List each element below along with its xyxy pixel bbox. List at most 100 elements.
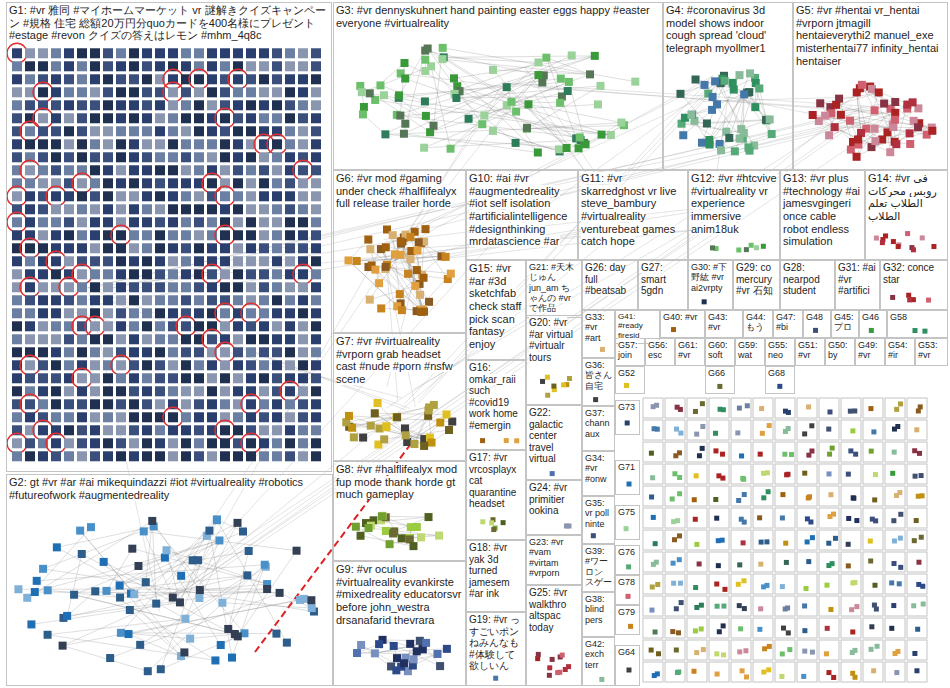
- vertex-icon: [142, 243, 152, 253]
- vertex-edge: [370, 232, 415, 300]
- vertex-icon: [51, 308, 61, 318]
- vertex-icon: [382, 422, 390, 430]
- vertex-icon: [379, 512, 387, 520]
- vertex-icon: [420, 308, 428, 316]
- vertex-icon: [311, 425, 321, 435]
- vertex-ring: [215, 225, 235, 245]
- vertex-icon: [44, 631, 52, 639]
- vertex-edge: [148, 565, 265, 671]
- vertex-icon: [136, 641, 144, 649]
- vertex-icon: [233, 282, 243, 292]
- vertex-icon: [59, 642, 67, 650]
- vertex-icon: [116, 256, 126, 266]
- vertex-icon: [898, 401, 903, 406]
- vertex-icon: [168, 412, 178, 422]
- vertex-icon: [142, 451, 152, 461]
- vertex-ring: [202, 329, 222, 349]
- vertex-icon: [168, 230, 178, 240]
- vertex-icon: [436, 419, 444, 427]
- vertex-icon: [653, 541, 658, 546]
- vertex-icon: [207, 61, 217, 71]
- vertex-icon: [272, 74, 282, 84]
- vertex-icon: [374, 399, 382, 407]
- vertex-edge: [386, 410, 428, 426]
- vertex-icon: [142, 295, 152, 305]
- vertex-icon: [676, 90, 684, 98]
- vertex-icon: [600, 347, 605, 352]
- vertex-icon: [720, 476, 725, 481]
- vertex-icon: [180, 648, 188, 656]
- vertex-icon: [854, 135, 862, 143]
- small-group-cell: [687, 552, 707, 572]
- vertex-ring: [215, 342, 235, 362]
- vertex-icon: [907, 297, 912, 302]
- vertex-icon: [194, 100, 204, 110]
- vertex-edge: [349, 416, 432, 443]
- vertex-icon: [740, 476, 745, 481]
- vertex-icon: [259, 321, 269, 331]
- vertex-edge: [579, 123, 622, 149]
- vertex-icon: [607, 131, 615, 139]
- vertex-icon: [311, 256, 321, 266]
- vertex-icon: [38, 87, 48, 97]
- vertex-icon: [25, 399, 35, 409]
- vertex-icon: [591, 52, 599, 60]
- small-group-cell: [819, 530, 839, 550]
- vertex-icon: [757, 515, 762, 520]
- vertex-edge: [720, 73, 750, 144]
- vertex-icon: [186, 635, 194, 643]
- vertex-icon: [116, 100, 126, 110]
- vertex-icon: [234, 519, 242, 527]
- vertex-icon: [413, 246, 421, 254]
- vertex-icon: [246, 191, 256, 201]
- vertex-edge: [385, 134, 566, 148]
- vertex-icon: [116, 165, 126, 175]
- vertex-icon: [420, 442, 428, 450]
- vertex-icon: [243, 571, 251, 579]
- vertex-icon: [758, 452, 763, 457]
- vertex-icon: [259, 256, 269, 266]
- vertex-icon: [128, 545, 136, 553]
- vertex-icon: [194, 438, 204, 448]
- vertex-icon: [912, 448, 917, 453]
- vertex-icon: [692, 76, 700, 84]
- vertex-icon: [853, 452, 858, 457]
- vertex-icon: [116, 230, 126, 240]
- small-group-cell: [907, 420, 927, 440]
- vertex-icon: [713, 497, 718, 502]
- vertex-icon: [129, 152, 139, 162]
- small-group-cell: [665, 420, 685, 440]
- small-group-cell: [863, 398, 883, 418]
- vertex-icon: [371, 266, 379, 274]
- vertex-icon: [194, 451, 204, 461]
- vertex-edge: [493, 131, 560, 152]
- vertex-icon: [142, 308, 152, 318]
- vertex-icon: [233, 217, 243, 227]
- vertex-icon: [311, 412, 321, 422]
- vertex-icon: [25, 243, 35, 253]
- vertex-icon: [38, 113, 48, 123]
- vertex-icon: [77, 217, 87, 227]
- vertex-ring: [215, 420, 235, 440]
- vertex-icon: [207, 451, 217, 461]
- vertex-icon: [129, 412, 139, 422]
- vertex-icon: [220, 113, 230, 123]
- vertex-icon: [25, 412, 35, 422]
- vertex-edge: [860, 88, 907, 108]
- vertex-icon: [194, 399, 204, 409]
- vertex-icon: [181, 425, 191, 435]
- vertex-edge: [120, 531, 243, 585]
- vertex-icon: [116, 243, 126, 253]
- vertex-ring: [20, 121, 40, 141]
- vertex-icon: [285, 321, 295, 331]
- vertex-edge: [428, 48, 512, 101]
- vertex-icon: [311, 178, 321, 188]
- vertex-icon: [64, 386, 74, 396]
- vertex-icon: [194, 386, 204, 396]
- vertex-icon: [400, 59, 408, 67]
- vertex-icon: [298, 217, 308, 227]
- vertex-icon: [116, 451, 126, 461]
- vertex-icon: [25, 74, 35, 84]
- vertex-icon: [272, 412, 282, 422]
- vertex-icon: [450, 74, 458, 82]
